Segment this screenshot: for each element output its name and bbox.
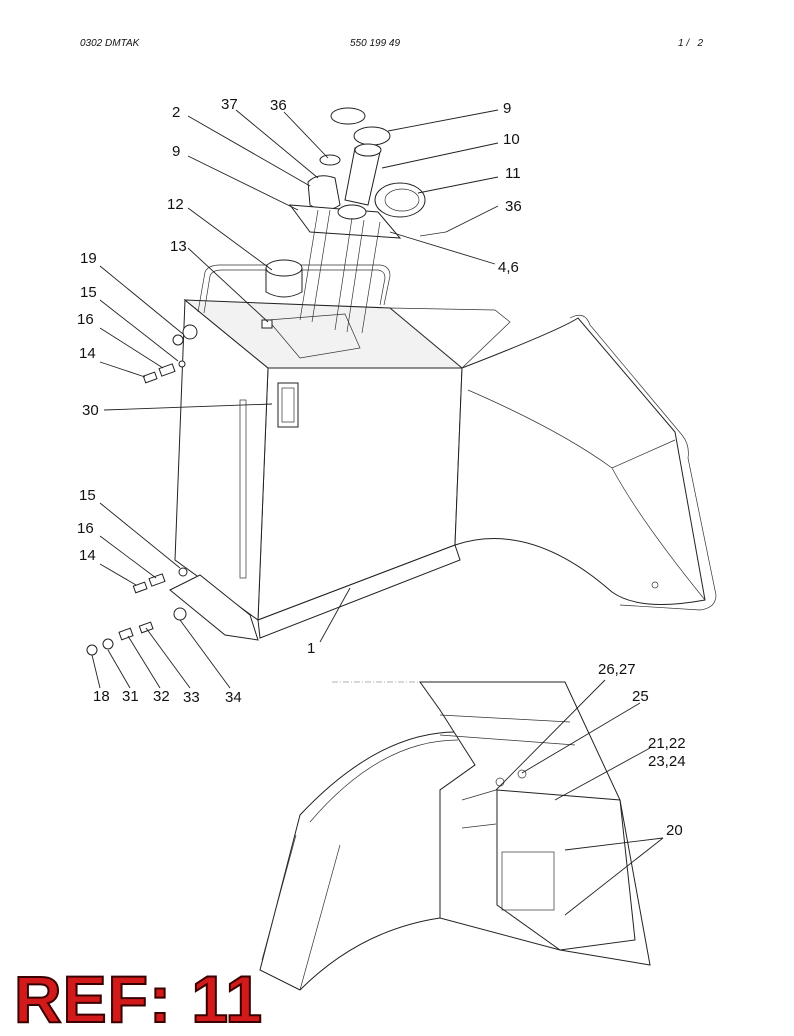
- callout-12: 12: [167, 196, 184, 213]
- header-part-number: 550 199 49: [350, 38, 401, 49]
- callout-31: 31: [122, 688, 139, 705]
- fitting-part-19: [182, 324, 198, 340]
- washer-part-15-bottom: [178, 567, 188, 577]
- header-doc-code: 0302 DMTAK: [80, 38, 140, 49]
- lower-tank-window: [501, 851, 555, 911]
- callout-33: 33: [183, 689, 200, 706]
- sight-window-inner: [281, 387, 295, 423]
- leader-lines: [91, 109, 664, 916]
- callout-13: 13: [170, 238, 187, 255]
- tank-assembly: [169, 264, 464, 641]
- tank-lower-bracket: [169, 574, 259, 641]
- fitting-part-31: [102, 638, 114, 650]
- callout-15-top: 15: [80, 284, 97, 301]
- neck-tube: [344, 147, 381, 206]
- callout-1: 1: [307, 640, 315, 657]
- callout-4-6: 4,6: [498, 259, 519, 276]
- inner-pipes: [299, 209, 381, 334]
- fitting-part-16-top: [158, 363, 176, 377]
- tank-base-plate: [257, 544, 461, 639]
- callout-2: 2: [172, 104, 180, 121]
- tank-top-opening: [267, 313, 361, 359]
- callout-36-top: 36: [270, 97, 287, 114]
- callout-14-top: 14: [79, 345, 96, 362]
- callout-10: 10: [503, 131, 520, 148]
- callout-32: 32: [153, 688, 170, 705]
- header-page-number: 1 / 2: [678, 38, 704, 49]
- chute-assembly: [389, 307, 717, 611]
- fitting-part-14-top: [142, 371, 158, 384]
- callout-23-24: 23,24: [648, 753, 686, 770]
- callout-19: 19: [80, 250, 97, 267]
- callout-9-right: 9: [503, 100, 511, 117]
- lower-assembly: [259, 681, 651, 991]
- gauge-part-11: [374, 182, 426, 218]
- callout-14-bottom: 14: [79, 547, 96, 564]
- callout-34: 34: [225, 689, 242, 706]
- plug-part-18: [86, 644, 98, 656]
- callout-25: 25: [632, 688, 649, 705]
- fitting-part-34: [173, 607, 187, 621]
- callout-26-27: 26,27: [598, 661, 636, 678]
- washer-part-15-top: [178, 360, 186, 368]
- fitting-part-13: [261, 319, 273, 329]
- callout-18: 18: [93, 688, 110, 705]
- callout-15-bottom: 15: [79, 487, 96, 504]
- chute-body: [454, 317, 706, 605]
- callout-9-left: 9: [172, 143, 180, 160]
- fitting-part-33: [138, 621, 154, 634]
- seal-part-10: [353, 126, 391, 146]
- callout-16-top: 16: [77, 311, 94, 328]
- callout-37: 37: [221, 96, 238, 113]
- cap-part-9: [330, 107, 366, 125]
- sight-window: [277, 382, 299, 428]
- reference-stamp: REF: 11: [13, 962, 264, 1036]
- flange-part-2: [307, 175, 341, 211]
- callout-30: 30: [82, 402, 99, 419]
- filler-neck-parts: [261, 107, 447, 334]
- callout-labels: 2 37 36 9 9 10 11 36 12 13 4,6 19 15 16 …: [77, 96, 686, 839]
- callout-16-bottom: 16: [77, 520, 94, 537]
- callout-36-right: 36: [505, 198, 522, 215]
- fitting-part-14-bottom: [132, 581, 148, 594]
- chute-rim: [569, 314, 717, 611]
- callout-20: 20: [666, 822, 683, 839]
- ring-part-36: [319, 154, 341, 166]
- callout-21-22: 21,22: [648, 735, 686, 752]
- callout-11: 11: [505, 165, 521, 182]
- fitting-part-32: [118, 627, 134, 641]
- fitting-part-16-bottom: [148, 573, 166, 587]
- tank-side-slot: [239, 399, 247, 579]
